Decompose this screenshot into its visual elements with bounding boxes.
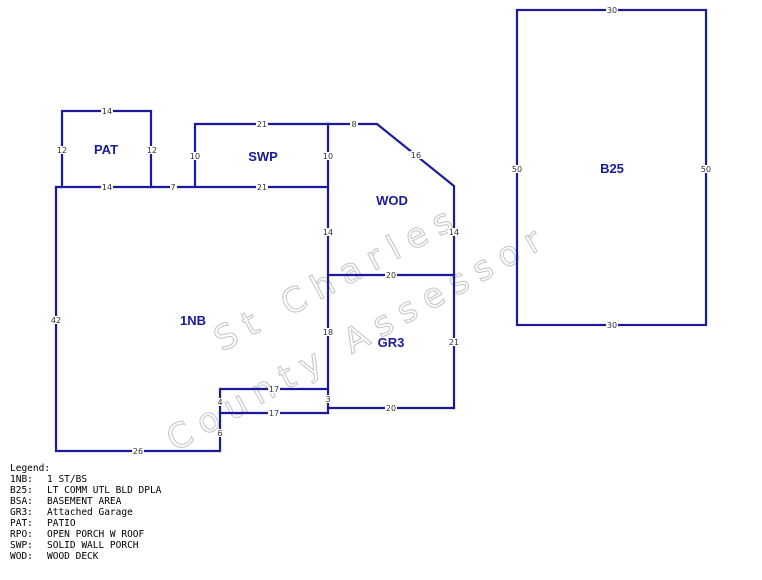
dim-gap: 7 <box>170 183 175 192</box>
legend-item: GR3: Attached Garage <box>10 507 161 518</box>
legend-desc: WOOD DECK <box>47 551 99 562</box>
dim-1nb-right-lower: 18 <box>323 328 333 337</box>
legend-code: PAT: <box>10 518 33 529</box>
legend-desc: 1 ST/BS <box>47 474 88 485</box>
dim-b25-top: 30 <box>607 6 617 15</box>
legend-item: B25: LT COMM UTL BLD DPLA <box>10 485 161 496</box>
dim-gr3-top: 20 <box>386 271 396 280</box>
dim-swp-bottom: 21 <box>257 183 267 192</box>
area-label-gr3: GR3 <box>378 335 405 350</box>
dim-gr3-bottom: 20 <box>386 404 396 413</box>
dim-bump-right: 3 <box>325 395 330 404</box>
dimension-labels: 14 12 12 14 7 21 10 10 21 8 16 14 42 14 … <box>50 6 712 456</box>
legend-item: PAT: PATIO <box>10 518 161 529</box>
dim-bump-lower: 6 <box>217 429 222 438</box>
area-label-b25: B25 <box>600 161 624 176</box>
legend-desc: OPEN PORCH W ROOF <box>47 529 145 540</box>
dim-gr3-right: 21 <box>449 338 459 347</box>
dim-b25-bottom: 30 <box>607 321 617 330</box>
dim-wod-top: 8 <box>351 120 356 129</box>
dim-1nb-right-upper: 14 <box>323 228 333 237</box>
dim-bump-top: 17 <box>269 385 279 394</box>
area-label-pat: PAT <box>94 142 118 157</box>
solid-wall-porch-outline <box>193 122 330 189</box>
area-label-1nb: 1NB <box>180 313 206 328</box>
dim-b25-left: 50 <box>512 165 522 174</box>
legend-item: 1NB: 1 ST/BS <box>10 474 161 485</box>
legend-code: BSA: <box>10 496 33 507</box>
legend-item: SWP: SOLID WALL PORCH <box>10 540 161 551</box>
dim-1nb-left: 42 <box>51 316 61 325</box>
legend-title: Legend: <box>10 463 51 474</box>
dim-1nb-bottom: 26 <box>133 447 143 456</box>
dim-swp-left: 10 <box>190 152 200 161</box>
legend-code: 1NB: <box>10 474 33 485</box>
legend-item: BSA: BASEMENT AREA <box>10 496 161 507</box>
legend-code: SWP: <box>10 540 33 551</box>
area-label-wod: WOD <box>376 193 408 208</box>
dim-pat-left: 12 <box>57 146 67 155</box>
legend-desc: PATIO <box>47 518 76 529</box>
main-house-outline <box>54 185 330 453</box>
dim-b25-right: 50 <box>701 165 711 174</box>
legend-code: RPO: <box>10 529 33 540</box>
dim-swp-right: 10 <box>323 152 333 161</box>
legend-code: GR3: <box>10 507 33 518</box>
dim-wod-right: 14 <box>449 228 459 237</box>
dim-bump-bottom: 17 <box>269 409 279 418</box>
legend-item: WOD: WOOD DECK <box>10 551 161 562</box>
legend-desc: BASEMENT AREA <box>47 496 122 507</box>
dim-pat-top: 14 <box>102 107 112 116</box>
area-label-swp: SWP <box>248 149 278 164</box>
dim-bump-upper: 4 <box>217 398 222 407</box>
legend-desc: SOLID WALL PORCH <box>47 540 139 551</box>
dim-pat-bottom: 14 <box>102 183 112 192</box>
legend: Legend: 1NB: 1 ST/BS B25: LT COMM UTL BLD … <box>10 463 161 562</box>
area-labels: PAT SWP WOD 1NB GR3 B25 <box>94 142 624 350</box>
legend-code: B25: <box>10 485 33 496</box>
dim-swp-top: 21 <box>257 120 267 129</box>
dim-pat-right: 12 <box>147 146 157 155</box>
wall-lines <box>54 8 708 453</box>
legend-desc: LT COMM UTL BLD DPLA <box>47 485 162 496</box>
dim-wod-diagonal: 16 <box>411 151 421 160</box>
legend-item: RPO: OPEN PORCH W ROOF <box>10 529 161 540</box>
legend-desc: Attached Garage <box>47 507 133 518</box>
legend-code: WOD: <box>10 551 33 562</box>
